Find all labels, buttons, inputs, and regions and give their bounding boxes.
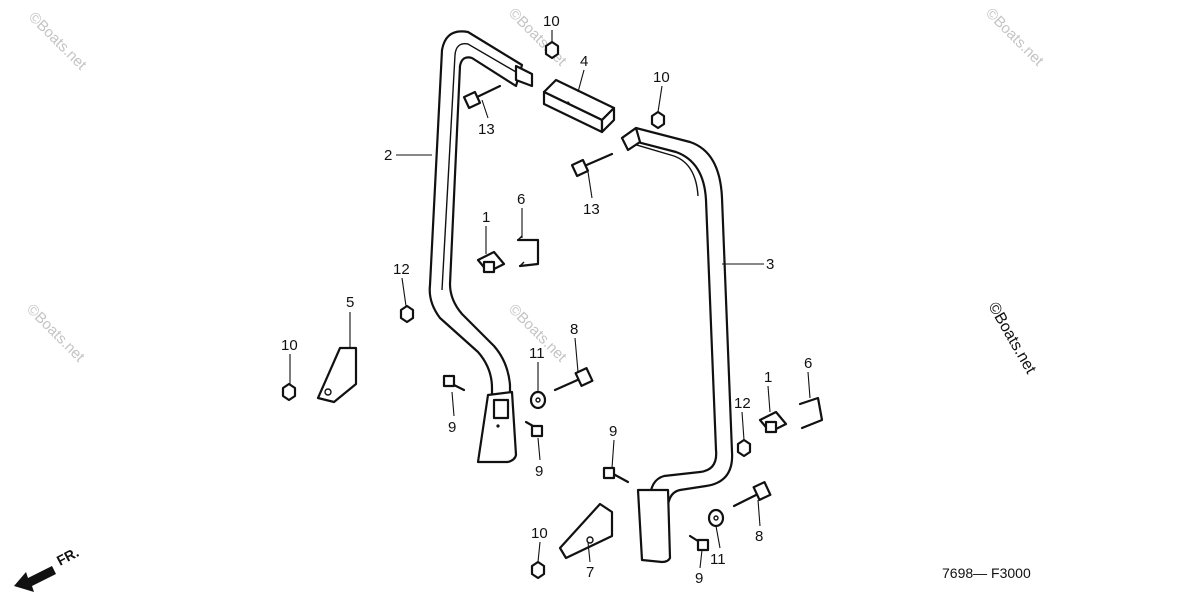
bolt-13-upper: [462, 84, 502, 110]
callout-12: 12: [734, 395, 751, 412]
callout-10: 10: [531, 525, 548, 542]
callout-13: 13: [478, 121, 495, 138]
bracket-right: [558, 502, 614, 560]
callout-2: 2: [384, 147, 392, 164]
clamp-plate-right: [758, 410, 788, 434]
washer-11-left: [529, 390, 547, 410]
watermark: ©Boats.net: [23, 301, 88, 366]
callout-8: 8: [755, 528, 763, 545]
callout-13: 13: [583, 201, 600, 218]
bolt-13-lower: [570, 152, 614, 178]
callout-10: 10: [543, 13, 560, 30]
nut-10-top: [544, 40, 560, 60]
callouts: 10 4 10 13 2 13 1 6 3 12 5 10 8 11 9 9 9…: [281, 13, 812, 587]
callout-11: 11: [710, 551, 726, 568]
callout-10: 10: [653, 69, 670, 86]
nut-10-left: [281, 382, 297, 402]
bolt-8-right: [732, 481, 772, 508]
callout-7: 7: [586, 564, 594, 581]
front-label: FR.: [54, 544, 81, 569]
callout-9: 9: [448, 419, 456, 436]
connector-bar: [542, 78, 616, 134]
nut-10-right: [650, 110, 666, 130]
callout-1: 1: [764, 369, 772, 386]
u-bolt-left: [516, 235, 540, 268]
bolt-9-a: [442, 374, 466, 392]
bolt-9-b: [524, 420, 544, 438]
callout-8: 8: [570, 321, 578, 338]
callout-6: 6: [517, 191, 525, 208]
washer-11-right: [707, 508, 725, 528]
brand-mark: ©Boats.net: [985, 300, 1040, 378]
callout-4: 4: [580, 53, 588, 70]
callout-11: 11: [529, 345, 545, 362]
nut-12-left: [399, 304, 415, 324]
leader-lines: [289, 30, 811, 569]
nut-12-right: [736, 438, 752, 458]
callout-6: 6: [804, 355, 812, 372]
front-arrow-icon: [14, 566, 56, 592]
u-bolt-right: [798, 396, 824, 430]
handle-right: [620, 126, 734, 564]
clamp-plate-left: [476, 250, 506, 274]
callout-12: 12: [393, 261, 410, 278]
callout-9: 9: [609, 423, 617, 440]
watermarks: ©Boats.net ©Boats.net ©Boats.net ©Boats.…: [23, 5, 1047, 366]
bolt-8-left: [553, 367, 594, 392]
watermark: ©Boats.net: [25, 9, 90, 74]
watermark: ©Boats.net: [982, 5, 1047, 70]
callout-3: 3: [766, 256, 774, 273]
callout-9: 9: [695, 570, 703, 587]
callout-1: 1: [482, 209, 490, 226]
bracket-left: [316, 346, 358, 404]
callout-9: 9: [535, 463, 543, 480]
bolt-9-d: [688, 534, 710, 552]
callout-10: 10: [281, 337, 298, 354]
front-indicator: FR.: [14, 544, 81, 592]
callout-5: 5: [346, 294, 354, 311]
nut-10-bottom: [530, 560, 546, 580]
bolt-9-c: [602, 466, 630, 484]
diagram-code: 7698— F3000: [942, 565, 1031, 581]
handle-left: [428, 30, 534, 464]
